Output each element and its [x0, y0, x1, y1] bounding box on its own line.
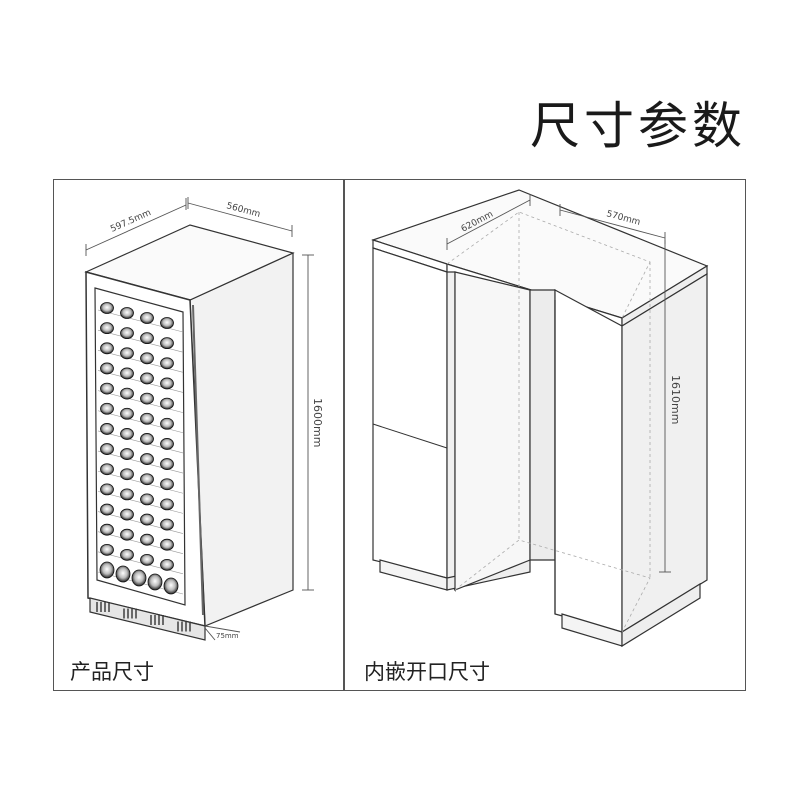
bottle-icon — [147, 573, 163, 591]
bottle-icon — [140, 352, 154, 365]
bottle-icon — [120, 488, 134, 501]
bottle-icon — [140, 412, 154, 425]
bottle-icon — [160, 357, 174, 370]
panel-divider — [343, 180, 345, 690]
wine-cabinet — [84, 224, 295, 641]
bottle-icon — [120, 367, 134, 380]
bottle-icon — [140, 372, 154, 385]
cutout-volume — [446, 211, 651, 633]
bottle-icon — [160, 377, 174, 390]
bottle-icon — [120, 468, 134, 481]
bottle-icon — [100, 543, 114, 556]
bottle-icon — [160, 518, 174, 531]
product-caption: 产品尺寸 — [70, 660, 154, 684]
dim-cutout-width: 570mm — [605, 209, 641, 228]
bottle-icon — [160, 417, 174, 430]
bottle-icon — [140, 513, 154, 526]
bottle-icon — [160, 558, 174, 571]
bottle-rack — [97, 302, 184, 595]
vent-grille — [96, 602, 191, 632]
bottle-icon — [100, 463, 114, 476]
bottle-icon — [140, 312, 154, 324]
bottle-icon — [160, 458, 174, 470]
bottle-icon — [100, 382, 114, 395]
dim-cutout-height: 1610mm — [669, 375, 682, 424]
bottle-icon — [160, 478, 174, 491]
bottle-icon — [100, 342, 114, 355]
bottle-icon — [100, 362, 114, 375]
bottle-icon — [100, 302, 114, 314]
diagram-frame: 产品尺寸 内嵌开口尺寸 — [53, 179, 746, 691]
bottle-icon — [120, 548, 134, 561]
dim-product-width: 560mm — [225, 201, 261, 220]
bottle-icon — [100, 483, 114, 496]
bottle-icon — [100, 423, 114, 435]
bottle-icon — [100, 443, 114, 455]
dim-product-depth: 597.5mm — [109, 208, 153, 235]
bottle-icon — [163, 577, 179, 595]
bottle-icon — [120, 428, 134, 440]
bottle-icon — [140, 493, 154, 506]
bottle-icon — [100, 503, 114, 516]
bottle-icon — [160, 397, 174, 410]
bottle-icon — [120, 508, 134, 521]
cutout-caption: 内嵌开口尺寸 — [364, 660, 490, 684]
bottle-icon — [120, 448, 134, 460]
bottle-icon — [131, 569, 147, 587]
bottle-icon — [140, 473, 154, 486]
cabinet-enclosure — [371, 189, 709, 648]
bottle-icon — [160, 317, 174, 329]
dim-product-height: 1600mm — [311, 398, 324, 447]
bottle-icon — [100, 402, 114, 415]
bottle-icon — [140, 392, 154, 405]
bottle-icon — [100, 523, 114, 536]
bottle-icon — [140, 332, 154, 345]
bottle-icon — [120, 307, 134, 319]
bottle-icon — [120, 387, 134, 400]
bottle-icon — [120, 407, 134, 420]
bottle-icon — [140, 453, 154, 465]
bottle-icon — [120, 347, 134, 360]
bottle-icon — [160, 337, 174, 350]
bottle-icon — [115, 565, 131, 583]
bottle-icon — [140, 533, 154, 546]
cutout-dimension-lines — [446, 194, 671, 573]
bottle-icon — [140, 553, 154, 566]
page-title: 尺寸参数 — [530, 97, 746, 155]
bottle-icon — [140, 433, 154, 445]
bottle-icon — [160, 538, 174, 551]
bottle-icon — [99, 561, 115, 579]
dim-product-foot: 75mm — [216, 632, 239, 640]
bottle-icon — [120, 327, 134, 340]
bottle-icon — [100, 322, 114, 335]
product-dimension-lines — [85, 197, 314, 641]
bottle-icon — [160, 438, 174, 450]
bottle-icon — [160, 498, 174, 511]
bottle-icon — [120, 528, 134, 541]
